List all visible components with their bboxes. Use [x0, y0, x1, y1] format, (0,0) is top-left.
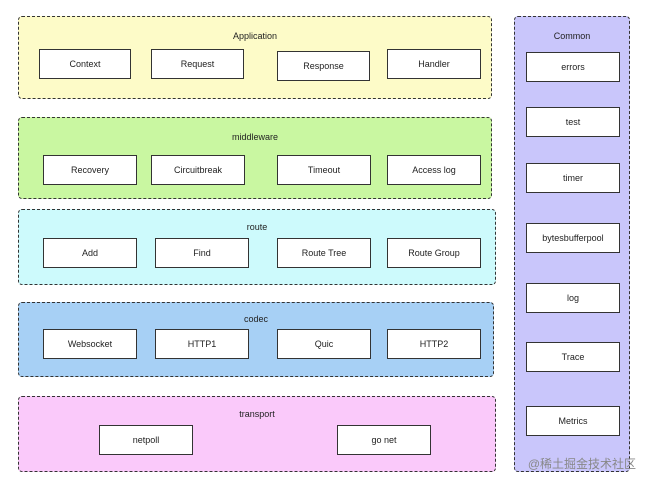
- request-box: Request: [151, 49, 244, 79]
- response-box: Response: [277, 51, 370, 81]
- transport-layer-title: transport: [239, 409, 275, 419]
- add-box: Add: [43, 238, 137, 268]
- test-box: test: [526, 107, 620, 137]
- watermark-text: @稀土掘金技术社区: [527, 457, 636, 471]
- access-log-box: Access log: [387, 155, 481, 185]
- errors-box: errors: [526, 52, 620, 82]
- route-tree-box: Route Tree: [277, 238, 371, 268]
- netpoll-box: netpoll: [99, 425, 193, 455]
- trace-box: Trace: [526, 342, 620, 372]
- application-layer-title: Application: [232, 31, 278, 41]
- common-layer: Common errors test timer bytesbufferpool…: [514, 16, 630, 472]
- websocket-box: Websocket: [43, 329, 137, 359]
- application-layer: Application Context Request Response Han…: [18, 16, 492, 99]
- timer-box: timer: [526, 163, 620, 193]
- log-box: log: [526, 283, 620, 313]
- recovery-box: Recovery: [43, 155, 137, 185]
- middleware-layer: middleware Recovery Circuitbreak Timeout…: [18, 117, 492, 199]
- find-box: Find: [155, 238, 249, 268]
- common-layer-title: Common: [553, 31, 591, 41]
- quic-box: Quic: [277, 329, 371, 359]
- metrics-box: Metrics: [526, 406, 620, 436]
- http1-box: HTTP1: [155, 329, 249, 359]
- go-net-box: go net: [337, 425, 431, 455]
- http2-box: HTTP2: [387, 329, 481, 359]
- transport-layer: transport netpoll go net: [18, 396, 496, 472]
- middleware-layer-title: middleware: [231, 132, 279, 142]
- bytesbufferpool-box: bytesbufferpool: [526, 223, 620, 253]
- context-box: Context: [39, 49, 131, 79]
- codec-layer-title: codec: [243, 314, 269, 324]
- codec-layer: codec Websocket HTTP1 Quic HTTP2: [18, 302, 494, 377]
- circuitbreak-box: Circuitbreak: [151, 155, 245, 185]
- timeout-box: Timeout: [277, 155, 371, 185]
- handler-box: Handler: [387, 49, 481, 79]
- route-layer-title: route: [246, 222, 268, 232]
- route-group-box: Route Group: [387, 238, 481, 268]
- route-layer: route Add Find Route Tree Route Group: [18, 209, 496, 285]
